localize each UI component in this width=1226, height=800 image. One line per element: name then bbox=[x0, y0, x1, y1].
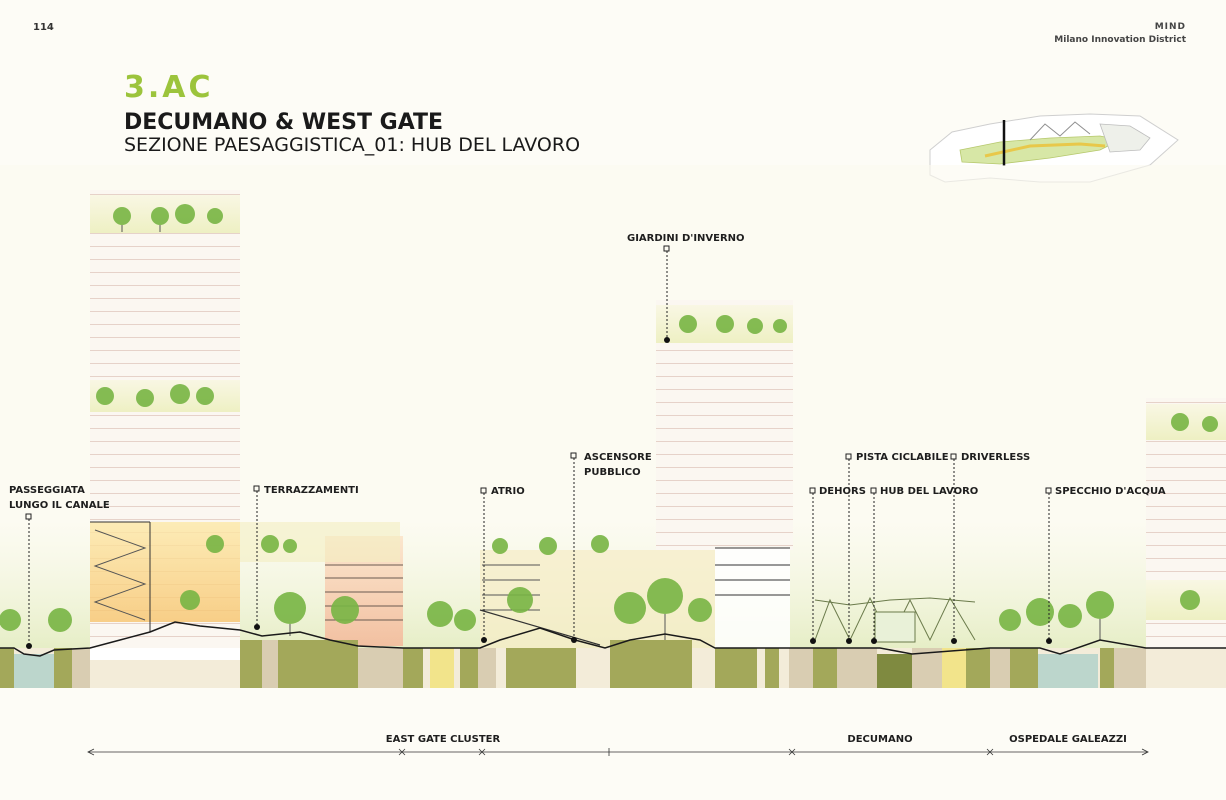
callout-passeggiata: PASSEGGIATA LUNGO IL CANALE bbox=[9, 485, 110, 649]
zone-east-gate-cluster: EAST GATE CLUSTER bbox=[386, 734, 501, 745]
callout-dehors: DEHORS bbox=[809, 486, 866, 644]
svg-text:GIARDINI D'INVERNO: GIARDINI D'INVERNO bbox=[627, 233, 745, 244]
page-number: 114 bbox=[33, 22, 54, 33]
trees bbox=[0, 204, 1218, 632]
callout-hub-del-lavoro: HUB DEL LAVORO bbox=[870, 486, 978, 644]
tower-right-partial bbox=[1146, 398, 1226, 648]
callouts: PASSEGGIATA LUNGO IL CANALE TERRAZZAMENT… bbox=[9, 233, 1166, 649]
hub-del-lavoro-structure bbox=[814, 596, 976, 643]
section-subtitle: SEZIONE PAESAGGISTICA_01: HUB DEL LAVORO bbox=[124, 134, 581, 156]
zone-dimension-line: EAST GATE CLUSTER DECUMANO OSPEDALE GALE… bbox=[87, 734, 1149, 756]
tower-center bbox=[656, 300, 793, 648]
svg-text:PUBBLICO: PUBBLICO bbox=[584, 467, 641, 478]
section-code: 3.AC bbox=[124, 70, 214, 105]
brand-block: MIND Milano Innovation District bbox=[1054, 22, 1186, 45]
svg-text:DEHORS: DEHORS bbox=[819, 486, 866, 497]
svg-text:ASCENSORE: ASCENSORE bbox=[584, 452, 652, 463]
zone-decumano: DECUMANO bbox=[847, 734, 912, 745]
svg-text:DRIVERLESS: DRIVERLESS bbox=[961, 452, 1030, 463]
callout-terrazzamenti: TERRAZZAMENTI bbox=[253, 485, 359, 630]
section-title: DECUMANO & WEST GATE bbox=[124, 110, 444, 135]
callout-atrio: ATRIO bbox=[480, 486, 525, 643]
callout-giardini: GIARDINI D'INVERNO bbox=[627, 233, 745, 343]
callout-specchio-acqua: SPECCHIO D'ACQUA bbox=[1045, 486, 1166, 644]
ground-profile-line bbox=[0, 621, 1226, 657]
svg-text:SPECCHIO D'ACQUA: SPECCHIO D'ACQUA bbox=[1055, 486, 1166, 497]
svg-text:ATRIO: ATRIO bbox=[491, 486, 525, 497]
brand-subtitle: Milano Innovation District bbox=[1054, 35, 1186, 45]
callout-pista-ciclabile: PISTA CICLABILE bbox=[845, 452, 949, 644]
callout-driverless: DRIVERLESS bbox=[950, 452, 1030, 644]
brand-name: MIND bbox=[1154, 22, 1186, 32]
svg-text:HUB DEL LAVORO: HUB DEL LAVORO bbox=[880, 486, 978, 497]
zone-ospedale-galeazzi: OSPEDALE GALEAZZI bbox=[1009, 734, 1127, 745]
svg-text:LUNGO IL CANALE: LUNGO IL CANALE bbox=[9, 500, 110, 511]
callout-ascensore: ASCENSORE PUBBLICO bbox=[570, 452, 652, 643]
svg-text:PISTA CICLABILE: PISTA CICLABILE bbox=[856, 452, 949, 463]
svg-text:TERRAZZAMENTI: TERRAZZAMENTI bbox=[264, 485, 359, 496]
ground-section bbox=[0, 640, 1226, 688]
tree-trunks bbox=[121, 225, 1101, 640]
svg-text:PASSEGGIATA: PASSEGGIATA bbox=[9, 485, 85, 496]
tall-tower-left bbox=[90, 190, 240, 650]
